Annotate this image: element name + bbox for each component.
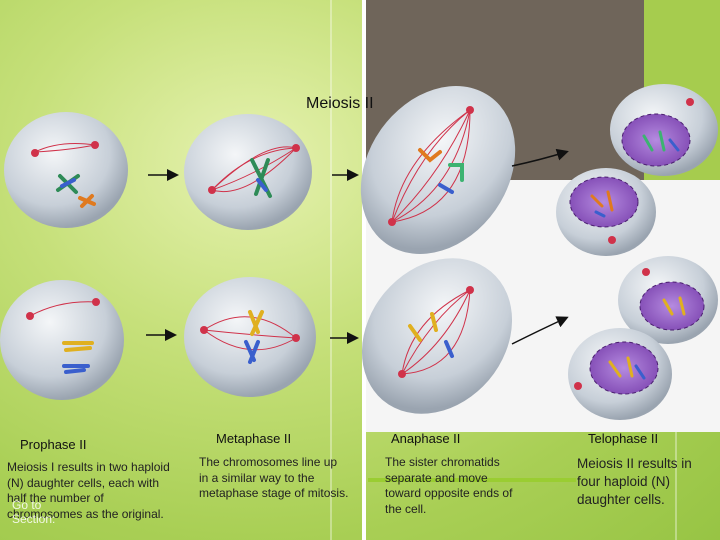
stage-description-telophase: Meiosis II results in four haploid (N) d…: [577, 455, 713, 509]
prophase-cell-top: [4, 112, 128, 228]
go-to-label: Go to: [12, 498, 55, 512]
telophase-cell-2: [556, 168, 656, 256]
stage-label-telophase: Telophase II: [588, 431, 658, 446]
anaphase-cell-bottom: [331, 228, 543, 444]
section-label: Section:: [12, 512, 55, 526]
prophase-cell-bottom: [0, 280, 124, 400]
stage-label-anaphase: Anaphase II: [391, 431, 460, 446]
arrow: [512, 318, 566, 344]
stage-label-prophase: Prophase II: [20, 437, 87, 452]
stage-description-anaphase: The sister chromatids separate and move …: [385, 455, 520, 517]
telophase-cell-4: [568, 328, 672, 420]
stage-description-metaphase: The chromosomes line up in a similar way…: [199, 455, 349, 502]
arrow: [512, 152, 566, 166]
metaphase-cell-bottom: [184, 277, 316, 397]
stage-label-metaphase: Metaphase II: [216, 431, 291, 446]
anaphase-cell-top: [329, 56, 547, 284]
telophase-cell-1: [610, 84, 718, 176]
go-to-section-link[interactable]: Go to Section:: [12, 498, 55, 526]
metaphase-cell-top: [184, 114, 312, 230]
